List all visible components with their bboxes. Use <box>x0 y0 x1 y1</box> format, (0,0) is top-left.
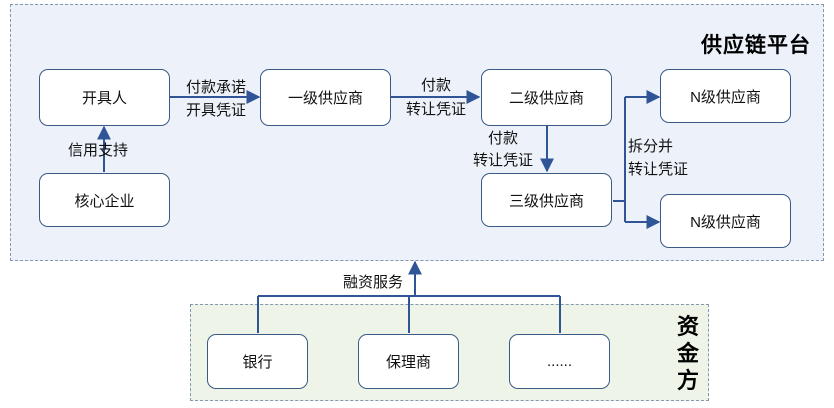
split-label-line1: 拆分并 <box>628 138 674 155</box>
credit-support-label: 信用支持 <box>68 142 129 159</box>
more-funders-node: ...... <box>509 334 610 389</box>
funder-title-char: 方 <box>676 368 699 393</box>
bank-node: 银行 <box>207 334 308 389</box>
tierN-supplier-node-bottom: N级供应商 <box>660 194 791 248</box>
issuer-node: 开具人 <box>39 69 170 126</box>
transfer-b-label-line2: 转让凭证 <box>472 152 533 169</box>
tier2-supplier-node: 二级供应商 <box>481 69 612 126</box>
tier1-supplier-node: 一级供应商 <box>260 69 391 126</box>
transfer-b-label-line1: 付款 <box>487 130 518 147</box>
split-label-line2: 转让凭证 <box>628 161 689 178</box>
factor-node: 保理商 <box>358 334 459 389</box>
tierN-supplier-node-top: N级供应商 <box>660 69 791 123</box>
core-enterprise-node: 核心企业 <box>39 173 170 227</box>
financing-label: 融资服务 <box>343 274 404 291</box>
issue-label-line2: 开具凭证 <box>185 102 246 119</box>
funder-title: 资 金 方 <box>676 313 700 394</box>
platform-title: 供应链平台 <box>701 34 811 57</box>
tier3-supplier-node: 三级供应商 <box>481 173 612 227</box>
funder-title-char: 资 <box>676 314 699 339</box>
funder-title-char: 金 <box>676 341 699 366</box>
transfer-a-label-line2: 转让凭证 <box>405 101 466 118</box>
transfer-a-label-line1: 付款 <box>420 77 451 94</box>
issue-label-line1: 付款承诺 <box>185 79 246 96</box>
